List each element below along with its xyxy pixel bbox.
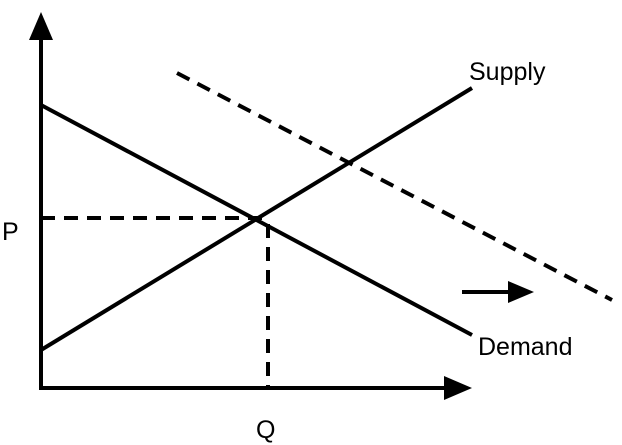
shifted-demand-curve bbox=[176, 71, 613, 302]
demand-shift-arrowhead bbox=[508, 281, 534, 303]
price-label: P bbox=[2, 218, 19, 246]
supply-label: Supply bbox=[469, 58, 546, 86]
y-axis-arrowhead bbox=[29, 12, 53, 40]
quantity-label: Q bbox=[256, 416, 275, 444]
demand-label: Demand bbox=[478, 333, 573, 361]
x-axis-arrowhead bbox=[444, 376, 472, 400]
